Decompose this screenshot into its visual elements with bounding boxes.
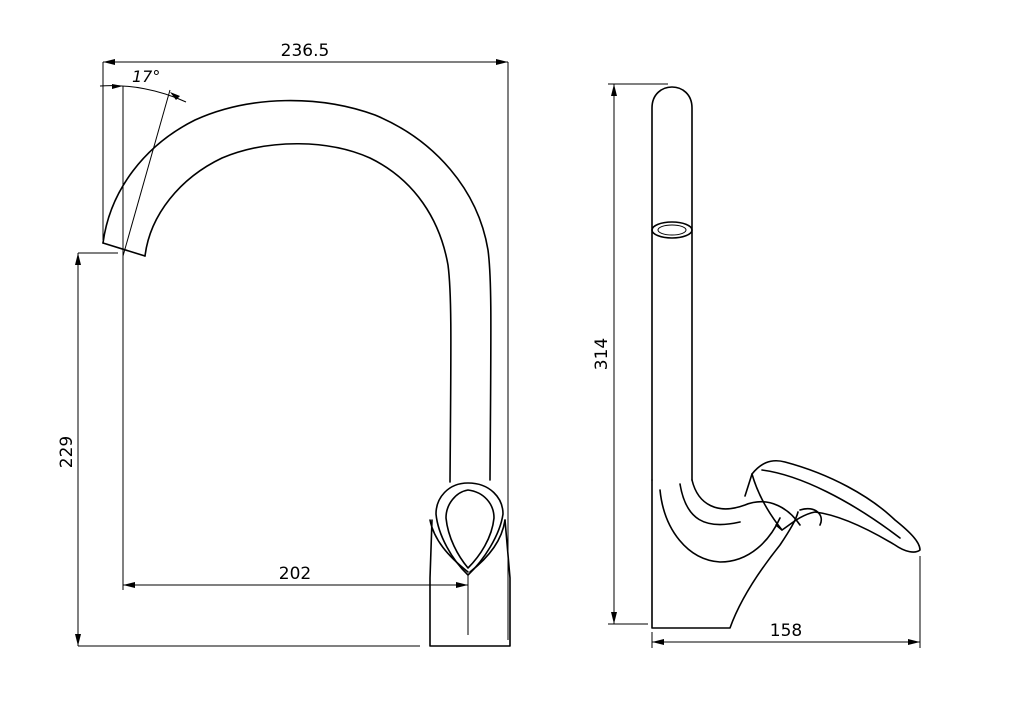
front-body [429,519,511,647]
dim-overall-width-label: 236.5 [281,41,330,61]
side-view: 314 158 [592,83,921,648]
dimension-spout-height: 229 [57,252,420,647]
dim-total-height-label: 314 [592,338,612,370]
side-body-cutout [659,489,781,563]
side-aerator-inner [657,224,687,236]
dim-spout-height-label: 229 [57,436,77,468]
dim-depth-label: 158 [770,621,802,641]
front-view: 236.5 17° 229 202 [57,41,511,647]
spout-tip [102,242,146,257]
front-handle [435,482,504,576]
spout-inner-outline [144,142,452,483]
side-lever [751,459,921,553]
dim-spout-reach-label: 202 [279,564,311,584]
dimension-depth: 158 [651,556,921,648]
side-body-curve-2 [679,483,741,526]
side-body-curve [691,479,801,526]
side-aerator [651,221,693,239]
dimension-spout-reach: 202 [122,256,469,635]
spout-outer-outline [102,99,492,481]
dimension-overall-width: 236.5 [102,41,509,640]
dim-spout-angle-label: 17° [132,67,160,86]
side-body [651,479,799,629]
front-handle-inner [445,489,495,569]
dimension-total-height: 314 [592,83,668,625]
side-lever-neck [744,473,783,531]
side-lever-edge [761,469,901,539]
side-riser [651,86,693,481]
front-handle-lever [429,519,506,573]
dimension-spout-angle: 17° [99,67,187,257]
side-lever-joint [799,507,822,526]
